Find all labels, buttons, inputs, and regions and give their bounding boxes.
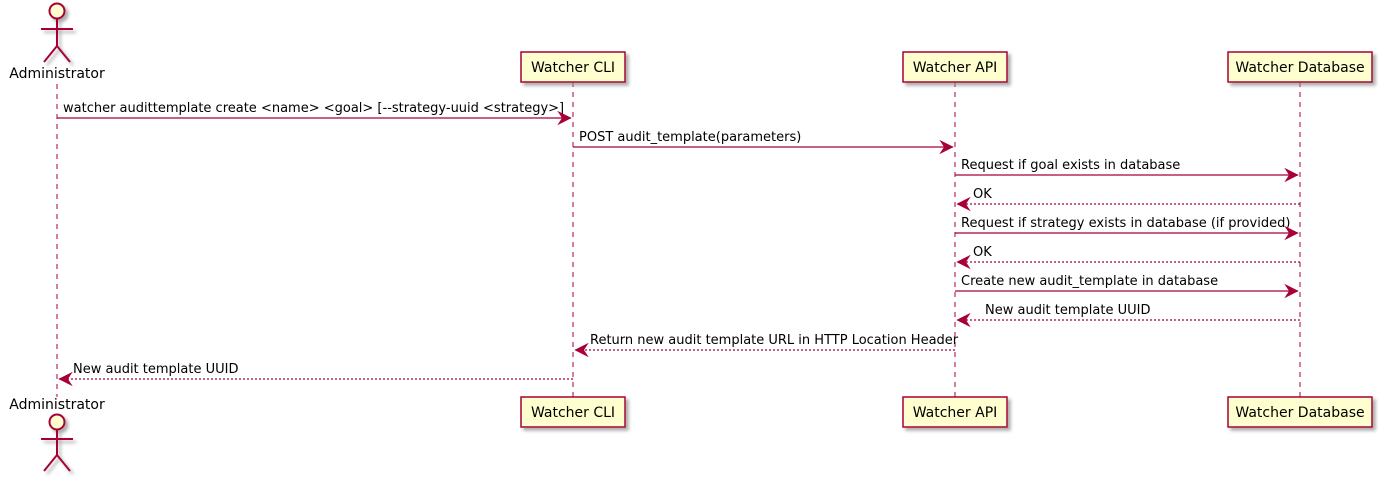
- participant-box: [902, 396, 1008, 428]
- participant-box: [902, 51, 1008, 83]
- message-label: New audit template UUID: [985, 303, 1150, 318]
- participants-top: Watcher CLI Watcher API Watcher Database: [520, 51, 1373, 83]
- message-label: Create new audit_template in database: [961, 274, 1218, 289]
- participant-watcher-cli-top: Watcher CLI: [520, 51, 626, 83]
- actor-administrator-top: Administrator: [9, 2, 105, 82]
- message-4: OK: [956, 187, 1300, 212]
- participant-watcher-cli-bottom: Watcher CLI: [520, 396, 626, 428]
- message-label: Request if goal exists in database: [961, 158, 1180, 173]
- message-label: watcher audittemplate create <name> <goa…: [63, 101, 564, 116]
- participant-watcher-database-bottom: Watcher Database: [1227, 396, 1373, 428]
- message-8: New audit template UUID: [956, 303, 1300, 328]
- message-10: New audit template UUID: [58, 362, 573, 387]
- participant-watcher-api-top: Watcher API: [902, 51, 1008, 83]
- participant-label: Watcher Database: [1235, 60, 1364, 76]
- actor-label: Administrator: [9, 66, 105, 82]
- participant-label: Watcher CLI: [531, 60, 615, 76]
- participant-label: Watcher API: [913, 60, 998, 76]
- actor-icon: [41, 413, 73, 472]
- participant-box: [1227, 396, 1373, 428]
- participant-watcher-database-top: Watcher Database: [1227, 51, 1373, 83]
- message-label: OK: [973, 245, 992, 260]
- participant-box: [520, 51, 626, 83]
- messages: watcher audittemplate create <name> <goa…: [57, 101, 1300, 387]
- lifelines: [56, 82, 1301, 397]
- message-5: Request if strategy exists in database (…: [955, 216, 1299, 241]
- participant-label: Watcher Database: [1235, 405, 1364, 421]
- actor-icon: [41, 2, 73, 63]
- participant-label: Watcher CLI: [531, 405, 615, 421]
- message-7: Create new audit_template in database: [955, 274, 1299, 299]
- actor-leg-left: [43, 45, 58, 63]
- actor-leg-right: [56, 454, 71, 472]
- message-label: POST audit_template(parameters): [579, 130, 801, 145]
- participant-label: Watcher API: [913, 405, 998, 421]
- message-label: Request if strategy exists in database (…: [961, 216, 1290, 231]
- message-6: OK: [956, 245, 1300, 270]
- participants-bottom: Watcher CLI Watcher API Watcher Database: [520, 396, 1373, 428]
- actor-head: [48, 413, 66, 431]
- participant-box: [520, 396, 626, 428]
- message-label: Return new audit template URL in HTTP Lo…: [590, 333, 959, 348]
- actor-administrator-bottom: Administrator: [9, 397, 105, 472]
- actor-leg-left: [43, 454, 58, 472]
- message-9: Return new audit template URL in HTTP Lo…: [574, 333, 959, 358]
- message-2: POST audit_template(parameters): [573, 130, 954, 155]
- participant-box: [1227, 51, 1373, 83]
- participant-watcher-api-bottom: Watcher API: [902, 396, 1008, 428]
- message-3: Request if goal exists in database: [955, 158, 1299, 183]
- message-label: OK: [973, 187, 992, 202]
- actor-label: Administrator: [9, 397, 105, 413]
- message-1: watcher audittemplate create <name> <goa…: [57, 101, 572, 126]
- actor-head: [48, 2, 66, 20]
- actor-leg-right: [56, 45, 71, 63]
- message-label: New audit template UUID: [73, 362, 238, 377]
